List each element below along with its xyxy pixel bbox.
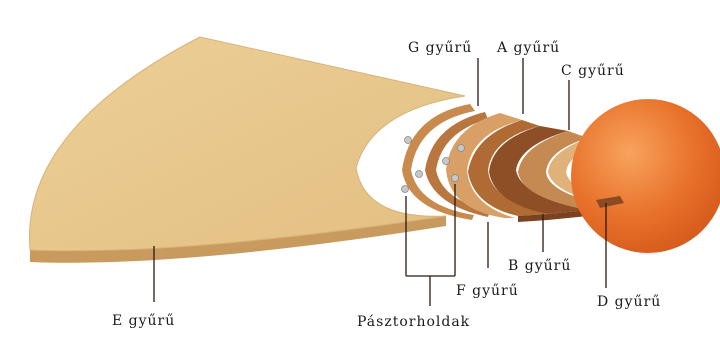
moon-dot bbox=[416, 171, 423, 178]
moon-dot bbox=[452, 175, 459, 182]
e-ring-slab bbox=[29, 37, 465, 251]
label-g-ring: G gyűrű bbox=[408, 40, 472, 56]
moon-dot bbox=[443, 158, 450, 165]
moon-dot bbox=[405, 137, 412, 144]
saturn-planet bbox=[571, 99, 720, 253]
label-d-ring: D gyűrű bbox=[597, 294, 661, 310]
label-e-ring: E gyűrű bbox=[112, 313, 175, 329]
moon-dot bbox=[402, 186, 409, 193]
label-c-ring: C gyűrű bbox=[561, 63, 625, 79]
moon-dot bbox=[458, 145, 465, 152]
label-a-ring: A gyűrű bbox=[496, 40, 560, 56]
label-f-ring: F gyűrű bbox=[456, 283, 519, 299]
label-b-ring: B gyűrű bbox=[508, 258, 571, 274]
label-shepherd-moons: Pásztorholdak bbox=[357, 314, 470, 330]
